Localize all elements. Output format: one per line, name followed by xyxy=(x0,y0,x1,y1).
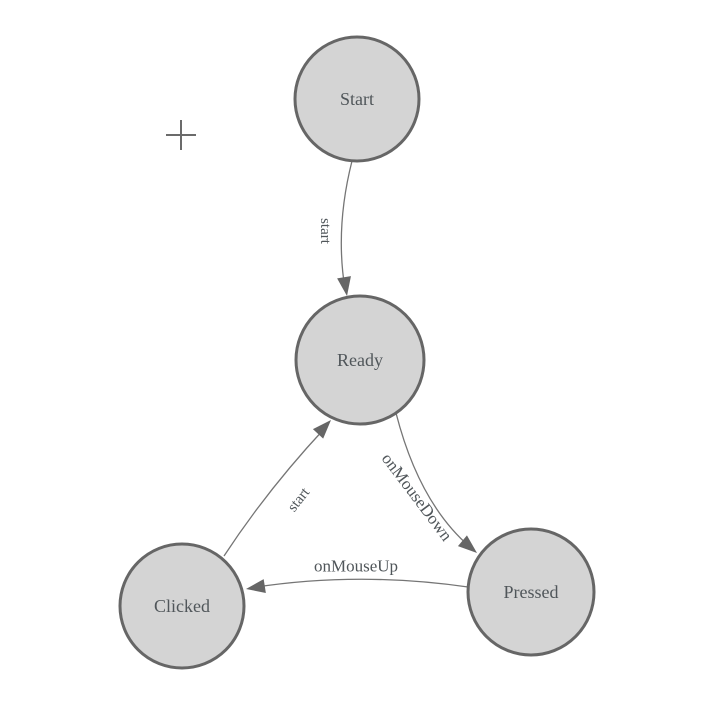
edge-line-pressed-to-clicked[interactable] xyxy=(249,578,469,589)
arrowhead-icon xyxy=(457,535,477,553)
node-start[interactable]: Start xyxy=(293,35,421,163)
node-circle-start[interactable] xyxy=(293,35,421,163)
crosshair-icon xyxy=(166,120,196,150)
edge-line-start-to-ready[interactable] xyxy=(340,160,353,290)
node-label-ready: Ready xyxy=(337,350,383,370)
edge-line-clicked-to-ready[interactable] xyxy=(223,427,326,557)
edge-start-to-ready: start xyxy=(317,160,353,296)
arrowhead-icon xyxy=(312,420,331,439)
edge-ready-to-pressed: onMouseDown xyxy=(378,412,477,553)
node-clicked[interactable]: Clicked xyxy=(118,542,246,670)
node-circle-clicked[interactable] xyxy=(118,542,246,670)
edge-label-pressed-to-clicked: onMouseUp xyxy=(314,557,398,576)
arrowhead-icon xyxy=(246,579,266,593)
node-circle-pressed[interactable] xyxy=(466,527,596,657)
node-label-pressed: Pressed xyxy=(504,582,559,602)
node-pressed[interactable]: Pressed xyxy=(466,527,596,657)
edge-line-ready-to-pressed[interactable] xyxy=(395,412,471,548)
edge-label-ready-to-pressed: onMouseDown xyxy=(378,449,457,545)
node-ready[interactable]: Ready xyxy=(294,294,426,426)
edge-pressed-to-clicked: onMouseUp xyxy=(246,557,469,593)
node-label-start: Start xyxy=(340,89,374,109)
node-label-clicked: Clicked xyxy=(154,596,210,616)
edge-clicked-to-ready: start xyxy=(223,420,331,557)
arrowhead-icon xyxy=(337,276,351,296)
edge-label-start-to-ready: start xyxy=(317,218,333,245)
node-circle-ready[interactable] xyxy=(294,294,426,426)
edge-label-clicked-to-ready: start xyxy=(285,484,314,515)
